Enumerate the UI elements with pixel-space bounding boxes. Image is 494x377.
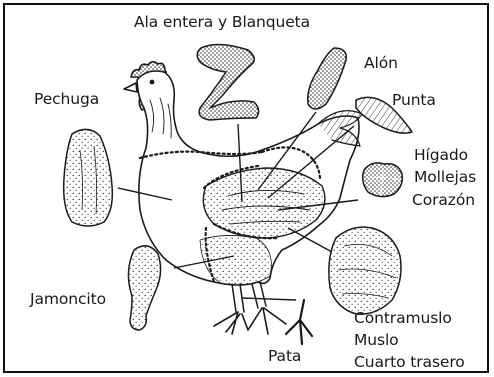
label-foot: Pata [268, 347, 301, 366]
label-liver: Hígado [414, 146, 468, 165]
label-wing-flat: Alón [364, 54, 398, 73]
label-breast: Pechuga [34, 90, 99, 109]
label-wing-tip: Punta [392, 91, 436, 110]
label-leg: Muslo [354, 331, 399, 350]
label-drumstick: Jamoncito [30, 290, 106, 309]
label-whole-wing: Ala entera y Blanqueta [134, 13, 310, 32]
label-leg-quarter: Cuarto trasero [354, 353, 465, 372]
label-gizzard: Mollejas [414, 168, 476, 187]
label-heart: Corazón [412, 191, 475, 210]
label-thigh: Contramuslo [354, 309, 452, 328]
